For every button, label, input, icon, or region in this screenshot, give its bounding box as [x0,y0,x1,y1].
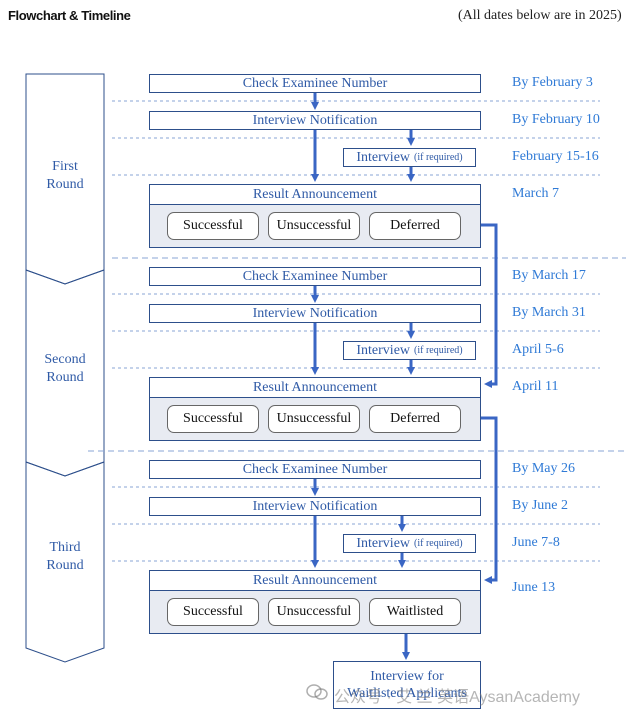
round-label-third: Third Round [26,539,104,575]
interview-note: (if required) [414,152,463,163]
r3-outcome-waitlisted: Waitlisted [369,598,461,626]
r2-result-group: Result Announcement Successful Unsuccess… [149,377,481,441]
r1-result-group: Result Announcement Successful Unsuccess… [149,184,481,248]
r2-date-notification: By March 31 [512,305,586,320]
r2-date-result: April 11 [512,379,559,394]
dates-note: (All dates below are in 2025) [458,8,622,23]
waitlisted-interview-box: Interview for Waitlisted Applicants [333,661,481,709]
r2-result-announcement: Result Announcement [150,378,480,398]
interview-label: Interview [356,342,411,358]
interview-label: Interview [356,535,411,551]
wechat-icon [306,684,328,700]
interview-note: (if required) [414,538,463,549]
r3-date-notification: By June 2 [512,498,568,513]
r3-check-examinee-box: Check Examinee Number [149,460,481,479]
r3-date-check: By May 26 [512,461,575,476]
r1-check-examinee-box: Check Examinee Number [149,74,481,93]
round-label-line: Round [46,558,84,573]
r3-date-result: June 13 [512,580,556,595]
r3-interview-notification-box: Interview Notification [149,497,481,516]
r1-outcome-deferred: Deferred [369,212,461,240]
r1-date-check: By February 3 [512,75,593,90]
r1-interview-box: Interview(if required) [343,148,476,167]
r1-date-result: March 7 [512,186,560,201]
r3-interview-box: Interview(if required) [343,534,476,553]
round-label-second: Second Round [26,351,104,387]
round-label-line: Round [46,370,84,385]
interview-note: (if required) [414,345,463,356]
r2-interview-notification-box: Interview Notification [149,304,481,323]
r3-result-announcement: Result Announcement [150,571,480,591]
round-band-third [25,461,105,663]
r1-date-notification: By February 10 [512,112,600,127]
r3-result-group: Result Announcement Successful Unsuccess… [149,570,481,634]
r2-check-examinee-box: Check Examinee Number [149,267,481,286]
r1-outcome-successful: Successful [167,212,259,240]
round-label-first: First Round [26,158,104,194]
round-label-line: Second [44,352,86,367]
round-label-line: Third [49,540,81,555]
r2-outcome-unsuccessful: Unsuccessful [268,405,360,433]
r2-interview-box: Interview(if required) [343,341,476,360]
row-separators [112,100,600,562]
interview-label: Interview [356,149,411,165]
r2-outcome-deferred: Deferred [369,405,461,433]
r1-date-interview: February 15-16 [512,149,599,164]
r3-outcome-unsuccessful: Unsuccessful [268,598,360,626]
r1-outcome-unsuccessful: Unsuccessful [268,212,360,240]
page-title: Flowchart & Timeline [8,8,131,23]
r1-result-announcement: Result Announcement [150,185,480,205]
watermark-text: 公众号 · 艾 兰 英语AysanAcademy [334,689,580,706]
r2-date-interview: April 5-6 [512,342,564,357]
r3-outcome-successful: Successful [167,598,259,626]
r2-date-check: By March 17 [512,268,586,283]
r1-interview-notification-box: Interview Notification [149,111,481,130]
r2-outcome-successful: Successful [167,405,259,433]
waitlisted-line2: Waitlisted Applicants [347,686,467,701]
r3-date-interview: June 7-8 [512,535,560,550]
round-separators [88,257,626,452]
round-label-line: Round [46,177,84,192]
round-label-line: First [52,159,78,174]
waitlisted-line1: Interview for [370,669,444,684]
